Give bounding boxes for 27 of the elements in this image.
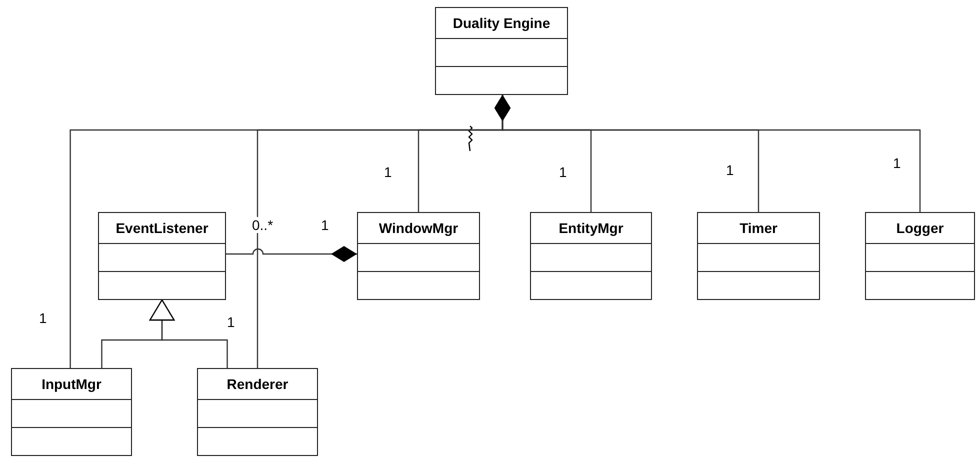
class-name: Logger xyxy=(896,220,944,236)
class-box xyxy=(697,212,820,300)
multiplicity-label: 1 xyxy=(383,164,393,180)
class-name: InputMgr xyxy=(42,376,102,392)
class-box xyxy=(435,7,568,95)
class-name: Timer xyxy=(740,220,778,236)
multiplicity-label: 1 xyxy=(38,310,48,326)
connector xyxy=(149,299,228,368)
class-box xyxy=(357,212,480,300)
multiplicity-label: 1 xyxy=(725,162,735,178)
composition-connector xyxy=(226,246,357,262)
class-name: EventListener xyxy=(116,220,208,236)
class-name: EntityMgr xyxy=(558,220,624,236)
class-box xyxy=(197,368,318,456)
multiplicity-label: 1 xyxy=(320,217,330,233)
class-box xyxy=(98,212,226,300)
class-name: Renderer xyxy=(226,376,288,392)
class-box xyxy=(530,212,652,300)
class-name: WindowMgr xyxy=(378,220,458,236)
class-name: Duality Engine xyxy=(452,15,550,31)
class-box xyxy=(865,212,975,300)
multiplicity-label: 1 xyxy=(558,164,568,180)
composition-connector xyxy=(494,95,921,212)
class-box xyxy=(11,368,132,456)
multiplicity-label: 1 xyxy=(226,314,236,330)
multiplicity-label: 0..* xyxy=(251,217,274,233)
multiplicity-label: 1 xyxy=(892,155,902,171)
